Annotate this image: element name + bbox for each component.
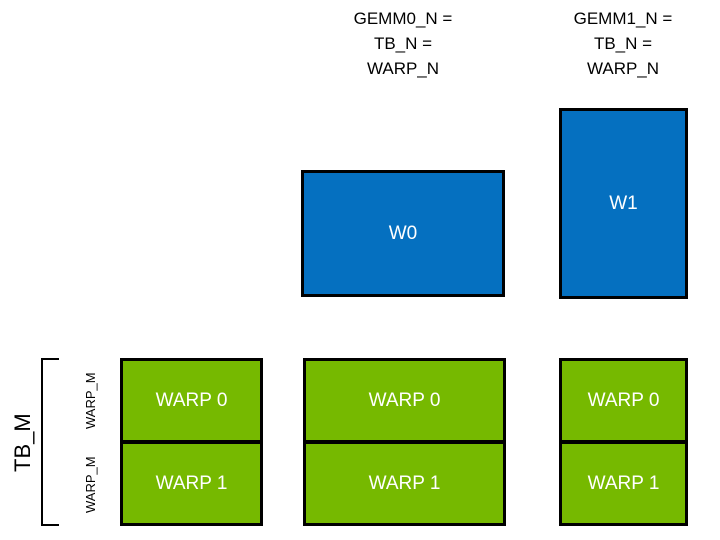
warp-cell-1-0: WARP 0 xyxy=(303,358,506,443)
axis-label-warp-m-bottom: WARP_M xyxy=(83,456,98,514)
blue-tile-w0: W0 xyxy=(301,170,505,297)
blue-tile-w1: W1 xyxy=(559,108,688,299)
column-caption-gemm0: GEMM0_N = TB_N = WARP_N xyxy=(353,9,453,78)
tb-m-bracket xyxy=(41,358,59,526)
warp-cell-0-0-label: WARP 0 xyxy=(155,389,228,411)
warp-cell-0-1-label: WARP 1 xyxy=(155,472,228,494)
warp-cell-1-1: WARP 1 xyxy=(303,441,506,526)
blue-tile-w1-label: W1 xyxy=(609,192,638,214)
warp-column-0: WARP 0 WARP 1 xyxy=(120,358,263,526)
warp-cell-0-1: WARP 1 xyxy=(120,441,263,526)
warp-cell-0-0: WARP 0 xyxy=(120,358,263,443)
column-caption-gemm1: GEMM1_N = TB_N = WARP_N xyxy=(573,9,673,78)
warp-cell-1-0-label: WARP 0 xyxy=(368,389,441,411)
warp-cell-2-1: WARP 1 xyxy=(559,441,688,526)
axis-label-warp-m-top: WARP_M xyxy=(83,372,98,430)
warp-cell-2-0-label: WARP 0 xyxy=(587,389,660,411)
warp-column-1: WARP 0 WARP 1 xyxy=(303,358,506,526)
warp-cell-2-0: WARP 0 xyxy=(559,358,688,443)
warp-cell-1-1-label: WARP 1 xyxy=(368,472,441,494)
axis-label-tb-m: TB_M xyxy=(10,413,35,473)
warp-cell-2-1-label: WARP 1 xyxy=(587,472,660,494)
warp-column-2: WARP 0 WARP 1 xyxy=(559,358,688,526)
blue-tile-w0-label: W0 xyxy=(388,222,418,244)
